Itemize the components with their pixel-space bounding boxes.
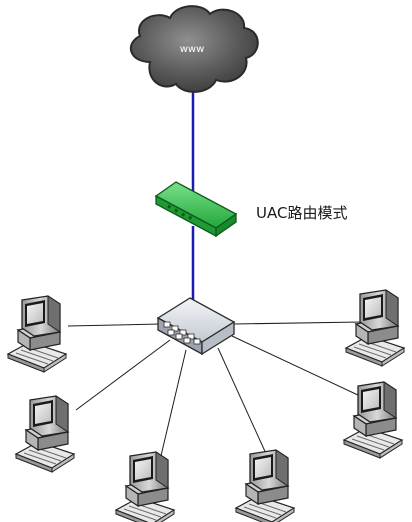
link-switch-pc-5	[231, 335, 361, 397]
computer-icon-6	[345, 289, 405, 367]
link-switch-pc-6	[233, 321, 363, 325]
link-switch-pc-2	[75, 339, 171, 411]
gateway-label: UAC路由模式	[256, 204, 347, 222]
cloud-label: www	[180, 44, 205, 55]
computer-icon-5	[343, 381, 403, 459]
computer-icon-3	[115, 451, 175, 522]
switch-icon	[156, 297, 236, 356]
cloud-icon: www	[129, 5, 259, 93]
link-switch-pc-3	[159, 349, 187, 461]
computer-icon-2	[15, 395, 75, 473]
uac-gateway-icon	[154, 181, 238, 238]
link-switch-pc-4	[217, 347, 269, 459]
link-switch-pc-1	[67, 323, 161, 327]
computer-icon-4	[235, 449, 295, 522]
computer-icon-1	[7, 295, 67, 373]
lan-links	[67, 321, 363, 461]
